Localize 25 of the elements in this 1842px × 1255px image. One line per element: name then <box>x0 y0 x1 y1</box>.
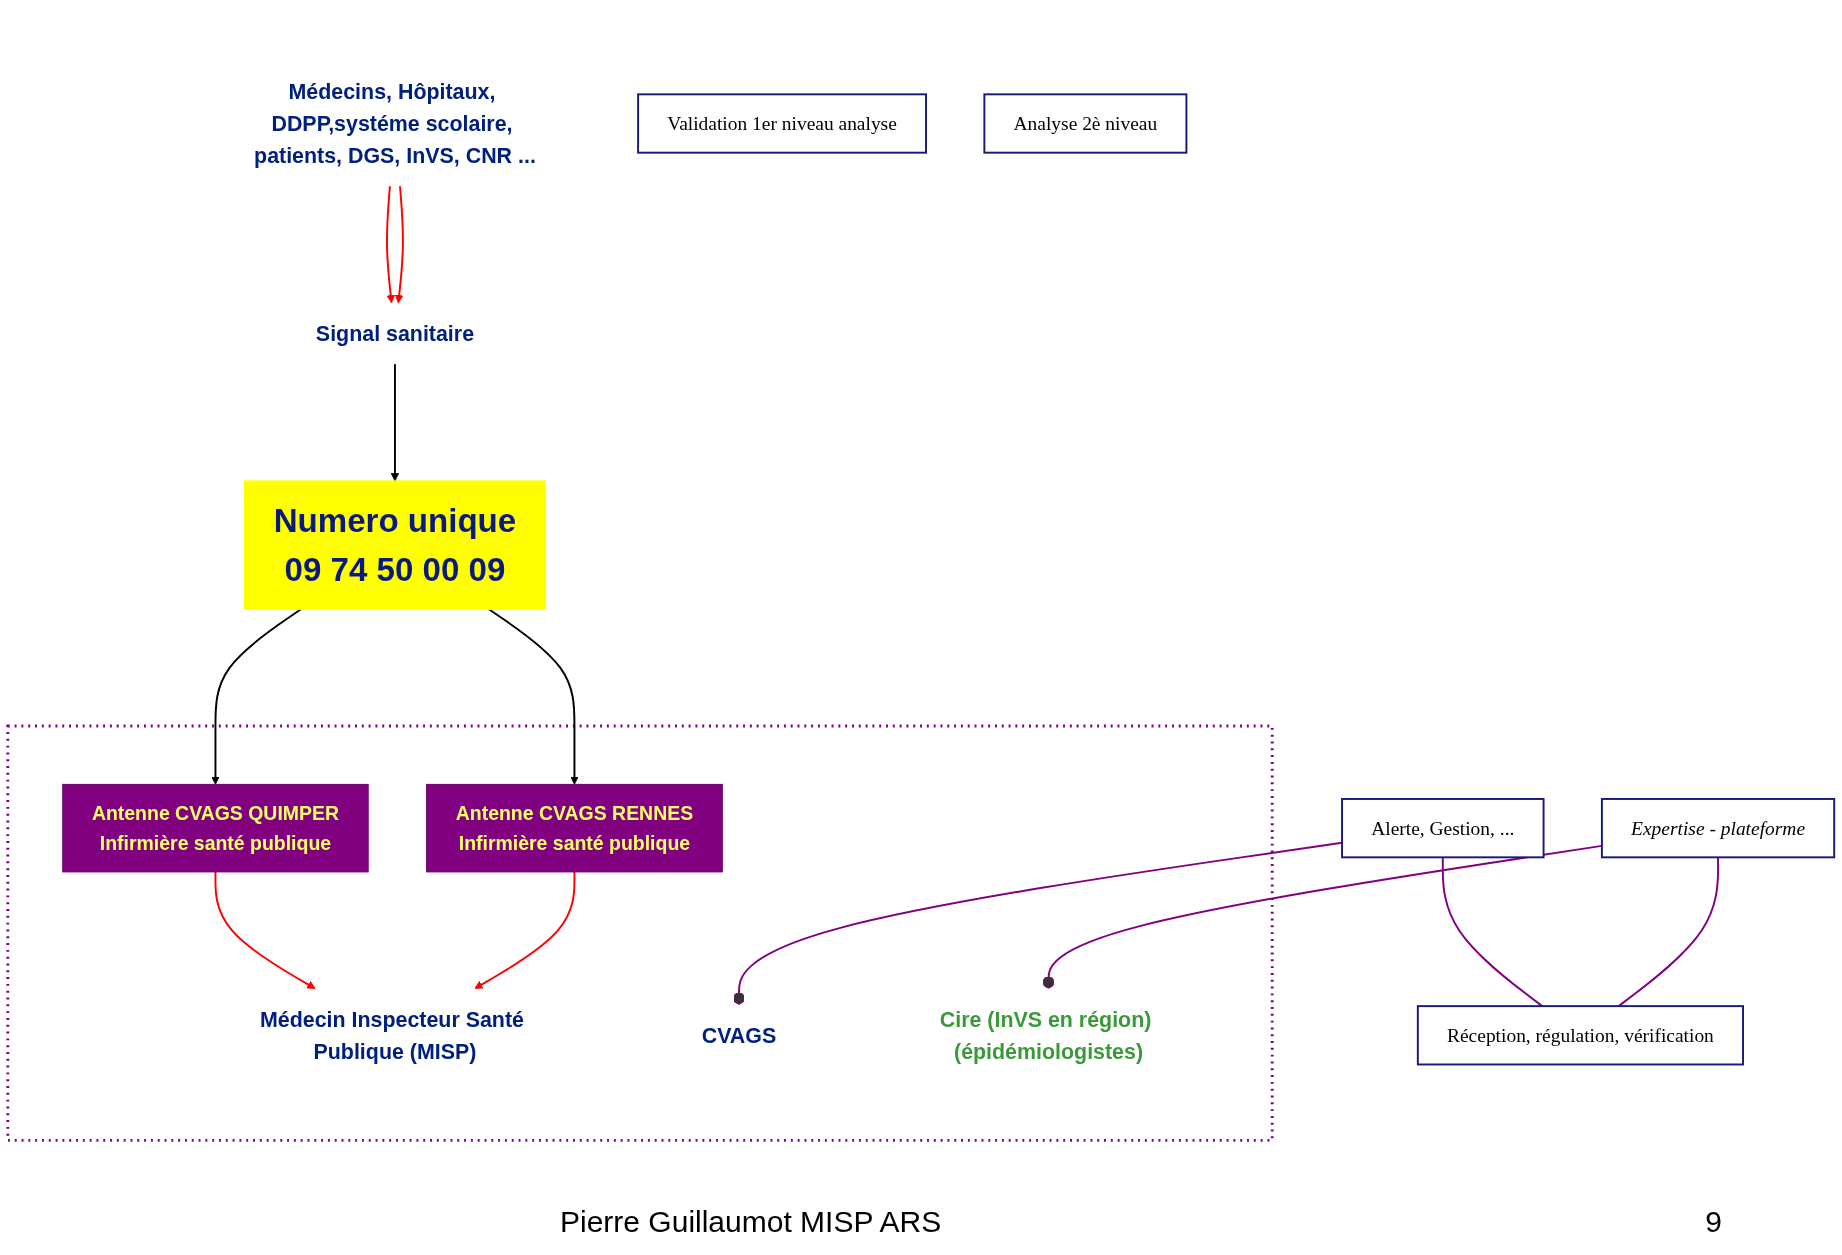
connector <box>1441 856 1544 1008</box>
node-box: Antenne CVAGS RENNES Infirmière santé publique <box>426 783 723 873</box>
arrow <box>390 363 400 482</box>
node-text: Médecins, Hôpitaux, DDPP,systéme scolaire, patients, DGS, InVS, CNR ... <box>254 79 536 168</box>
footer-text: Pierre Guillaumot MISP ARS <box>560 1205 942 1239</box>
node-box: Alerte, Gestion, ... <box>1341 797 1545 859</box>
node-text: Médecin Inspecteur Santé Publique (MISP) <box>259 1007 524 1064</box>
arrow <box>214 870 316 989</box>
page-number: 9 <box>1705 1205 1722 1239</box>
node-box: Antenne CVAGS QUIMPER Infirmière santé publique <box>62 783 369 873</box>
node-box: Réception, régulation, vérification <box>1416 1005 1744 1066</box>
node-box: Validation 1er niveau analyse <box>637 93 927 154</box>
arrow <box>474 870 576 989</box>
arrow <box>211 608 302 785</box>
arrow <box>488 608 579 785</box>
connector <box>1617 856 1720 1008</box>
node-box: Analyse 2è niveau <box>983 93 1188 154</box>
cluster <box>6 724 1274 1142</box>
node-box: Expertise - plateforme <box>1600 797 1836 859</box>
node-text: CVAGS <box>701 1023 777 1048</box>
node-box: Numero unique 09 74 50 00 09 <box>244 480 546 610</box>
node-text: Signal sanitaire <box>315 321 475 346</box>
arrow <box>386 185 395 304</box>
arrow <box>394 185 404 304</box>
node-text: Cire (InVS en région) (épidémiologistes) <box>939 1007 1152 1064</box>
